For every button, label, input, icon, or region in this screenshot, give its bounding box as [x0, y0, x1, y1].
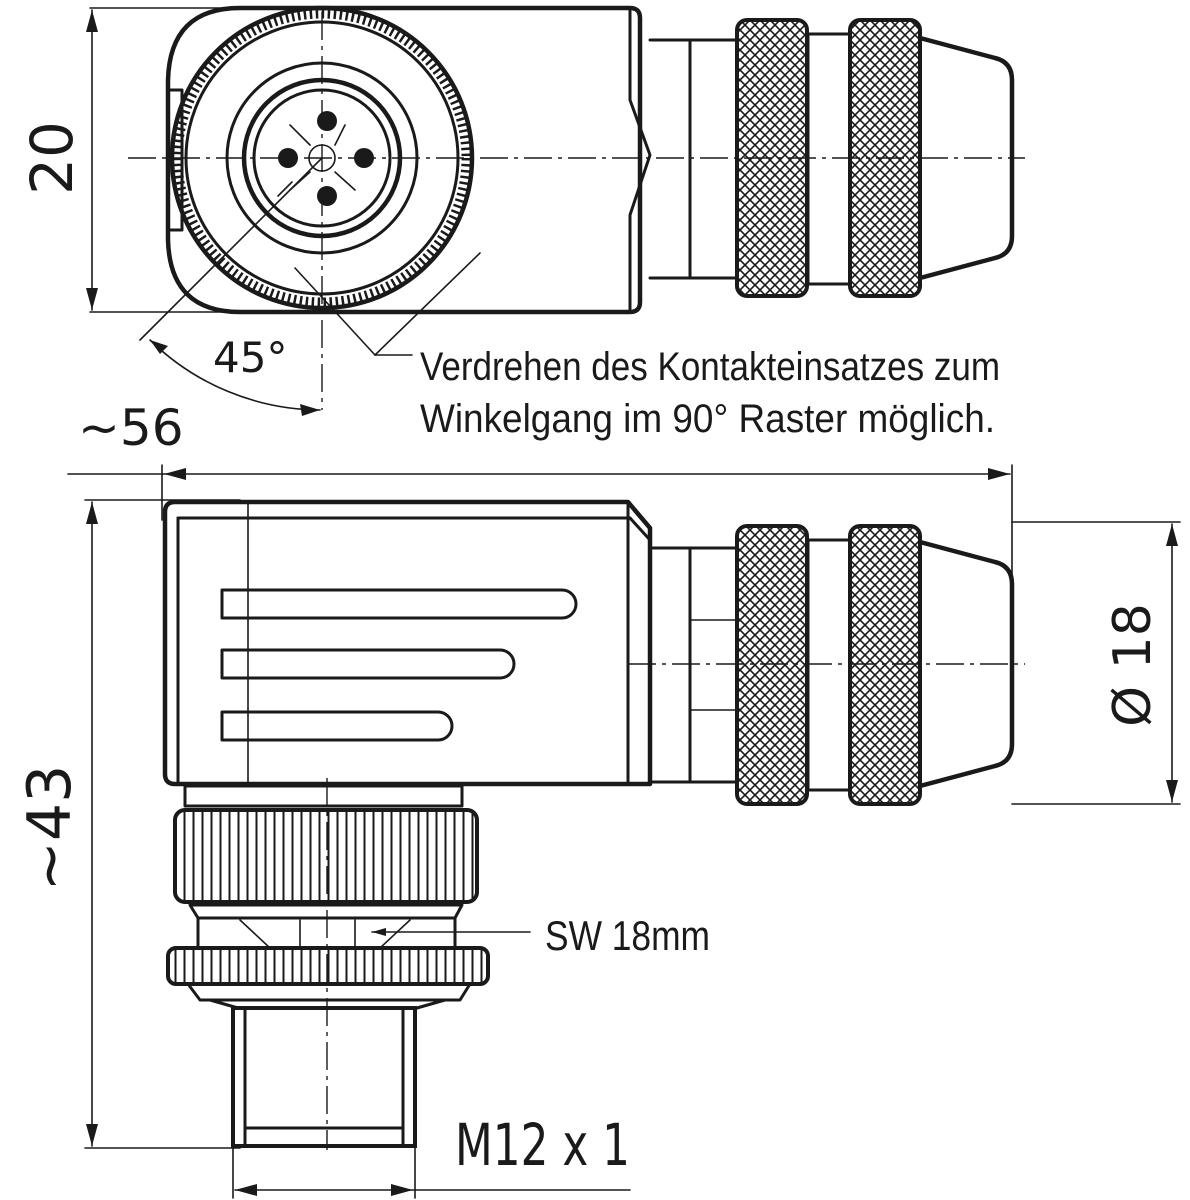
- side-coupling: [166, 784, 490, 1012]
- contact-pin: [317, 111, 337, 131]
- grip-slot: [220, 588, 578, 620]
- height-dimension-43: ~43: [15, 499, 241, 1149]
- diameter-dimension-18: Ø 18: [1011, 521, 1181, 805]
- top-view: 20: [18, 5, 1025, 441]
- wrench-size-callout: SW 18mm: [371, 912, 710, 959]
- rotation-note-line-1: Verdrehen des Kontakteinsatzes zum: [420, 345, 1000, 389]
- m12-thread: [231, 1006, 417, 1148]
- contact-pin: [317, 186, 337, 206]
- dim-label-diameter: Ø 18: [1103, 603, 1163, 727]
- side-view: ~56 ~43 Ø 18: [15, 399, 1181, 1199]
- rotation-note-line-2: Winkelgang im 90° Raster möglich.: [420, 397, 995, 441]
- dim-label-20: 20: [18, 121, 86, 195]
- side-cable-gland: [648, 524, 1015, 806]
- dim-label-43: ~43: [15, 765, 85, 892]
- length-dimension-56: ~56: [67, 399, 1013, 576]
- grip-slot: [220, 710, 454, 742]
- side-housing: [162, 499, 653, 787]
- thread-label: M12 x 1: [455, 1111, 630, 1179]
- thread-dimension: M12 x 1: [232, 1111, 631, 1199]
- angle-label: 45°: [213, 333, 287, 382]
- height-dimension-20: 20: [18, 7, 246, 313]
- grip-slot: [220, 648, 516, 680]
- angle-dimension-45: 45°: [139, 157, 323, 416]
- note-leader: [294, 252, 481, 356]
- wrench-size-label: SW 18mm: [545, 912, 710, 959]
- dim-label-56: ~56: [78, 399, 184, 457]
